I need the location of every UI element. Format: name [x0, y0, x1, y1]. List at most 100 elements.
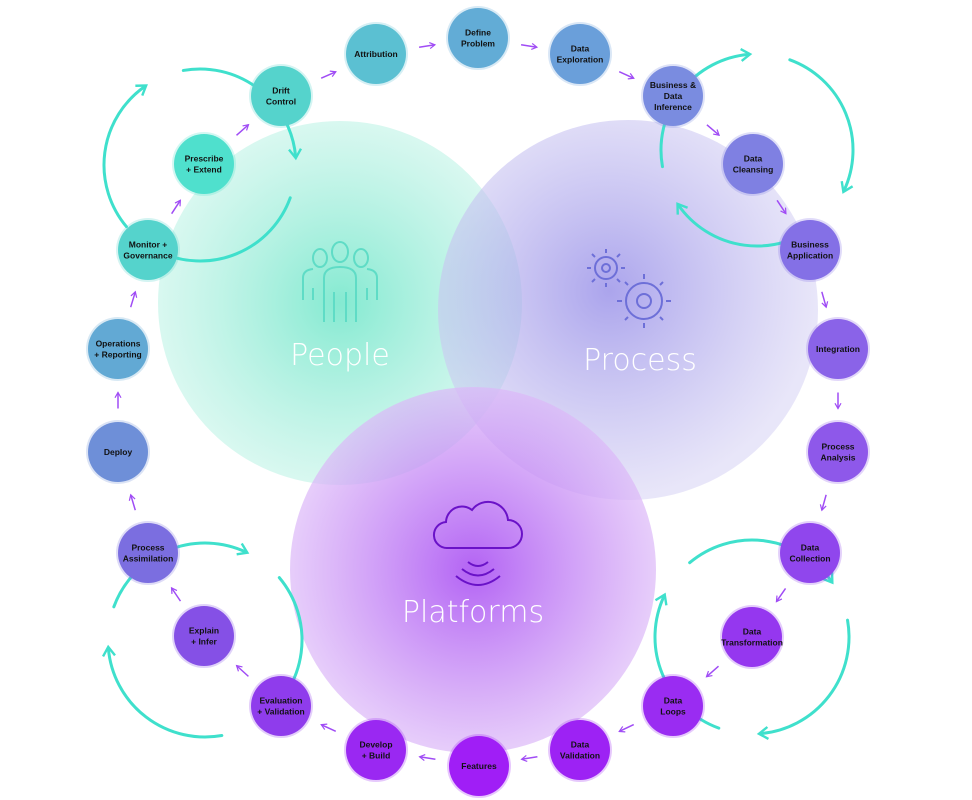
flow-arrow	[520, 754, 538, 762]
lifecycle-node[interactable]: Monitor +Governance	[116, 218, 180, 282]
node-label: Loops	[660, 707, 686, 717]
node-circle	[88, 422, 148, 482]
node-label: Process	[131, 543, 164, 553]
lifecycle-node[interactable]: Evaluation+ Validation	[249, 674, 313, 738]
flow-arrow	[128, 493, 136, 511]
node-label: + Build	[362, 751, 391, 761]
flow-arrow	[418, 754, 436, 762]
node-label: Integration	[816, 344, 860, 354]
flow-arrow	[418, 42, 437, 50]
lifecycle-node[interactable]: Deploy	[86, 420, 150, 484]
lifecycle-node[interactable]: Explain+ Infer	[172, 604, 236, 668]
node-circle	[550, 24, 610, 84]
flow-arrow	[819, 494, 827, 512]
node-label: Attribution	[354, 49, 397, 59]
node-label: Business &	[650, 80, 696, 90]
people-group-icon	[302, 241, 378, 322]
node-circle	[88, 319, 148, 379]
lifecycle-node[interactable]: Operations+ Reporting	[86, 317, 150, 381]
node-label: Analysis	[821, 453, 856, 463]
loop-arc-arrow	[102, 84, 148, 229]
node-circle	[449, 736, 509, 796]
flow-arrow	[235, 664, 249, 677]
people-label: People	[290, 338, 390, 373]
lifecycle-node[interactable]: Features	[447, 734, 511, 798]
node-label: Data	[744, 154, 763, 164]
flow-arrow	[320, 70, 337, 79]
flow-arrow	[618, 723, 635, 733]
flow-arrow	[775, 587, 787, 603]
node-circle	[808, 319, 868, 379]
lifecycle-node[interactable]: Attribution	[344, 22, 408, 86]
node-label: Data	[571, 740, 590, 750]
node-label: Cleansing	[733, 165, 774, 175]
loop-arc-arrow	[156, 196, 292, 263]
flow-arrow	[520, 42, 539, 50]
lifecycle-node[interactable]: Prescribe+ Extend	[172, 132, 236, 196]
process-label: Process	[583, 343, 697, 378]
node-label: Deploy	[104, 447, 133, 457]
node-label: Features	[461, 761, 497, 771]
node-circle	[780, 220, 840, 280]
node-label: Data	[664, 696, 683, 706]
node-circle	[346, 720, 406, 780]
node-circle	[643, 66, 703, 126]
gears-icon	[587, 249, 671, 328]
node-label: Transformation	[721, 638, 783, 648]
node-label: Problem	[461, 39, 495, 49]
node-circle	[448, 8, 508, 68]
node-label: Exploration	[557, 55, 604, 65]
lifecycle-node[interactable]: Integration	[806, 317, 870, 381]
node-circle	[118, 523, 178, 583]
node-circle	[722, 607, 782, 667]
node-circle	[118, 220, 178, 280]
node-label: + Infer	[191, 637, 217, 647]
node-label: Validation	[560, 751, 600, 761]
platforms-circle	[290, 387, 656, 753]
node-circle	[550, 720, 610, 780]
node-circle	[174, 606, 234, 666]
node-label: Prescribe	[185, 154, 224, 164]
node-circle	[174, 134, 234, 194]
node-circle	[346, 24, 406, 84]
cloud-signal-icon	[433, 500, 523, 586]
node-label: Monitor +	[129, 240, 168, 250]
node-label: Data	[664, 91, 683, 101]
flow-arrow	[618, 71, 635, 80]
node-circle	[723, 134, 783, 194]
node-label: Business	[791, 240, 829, 250]
platforms-label: Platforms	[402, 595, 544, 630]
node-label: Application	[787, 251, 833, 261]
node-circle	[643, 676, 703, 736]
node-label: + Reporting	[94, 350, 141, 360]
loop-arc-arrow	[788, 58, 855, 194]
node-label: Drift	[272, 86, 290, 96]
node-circle	[808, 422, 868, 482]
node-label: Operations	[96, 339, 141, 349]
node-label: Control	[266, 97, 296, 107]
node-label: Explain	[189, 626, 219, 636]
loop-arc-arrow	[101, 644, 224, 739]
node-label: Inference	[654, 102, 692, 112]
node-label: Collection	[789, 554, 830, 564]
node-label: + Extend	[186, 165, 222, 175]
node-label: Evaluation	[260, 696, 303, 706]
flow-arrow	[129, 290, 138, 308]
flow-arrow	[236, 123, 250, 136]
flow-arrow	[705, 665, 720, 678]
node-label: Process	[821, 442, 854, 452]
lifecycle-node[interactable]: Develop+ Build	[344, 718, 408, 782]
